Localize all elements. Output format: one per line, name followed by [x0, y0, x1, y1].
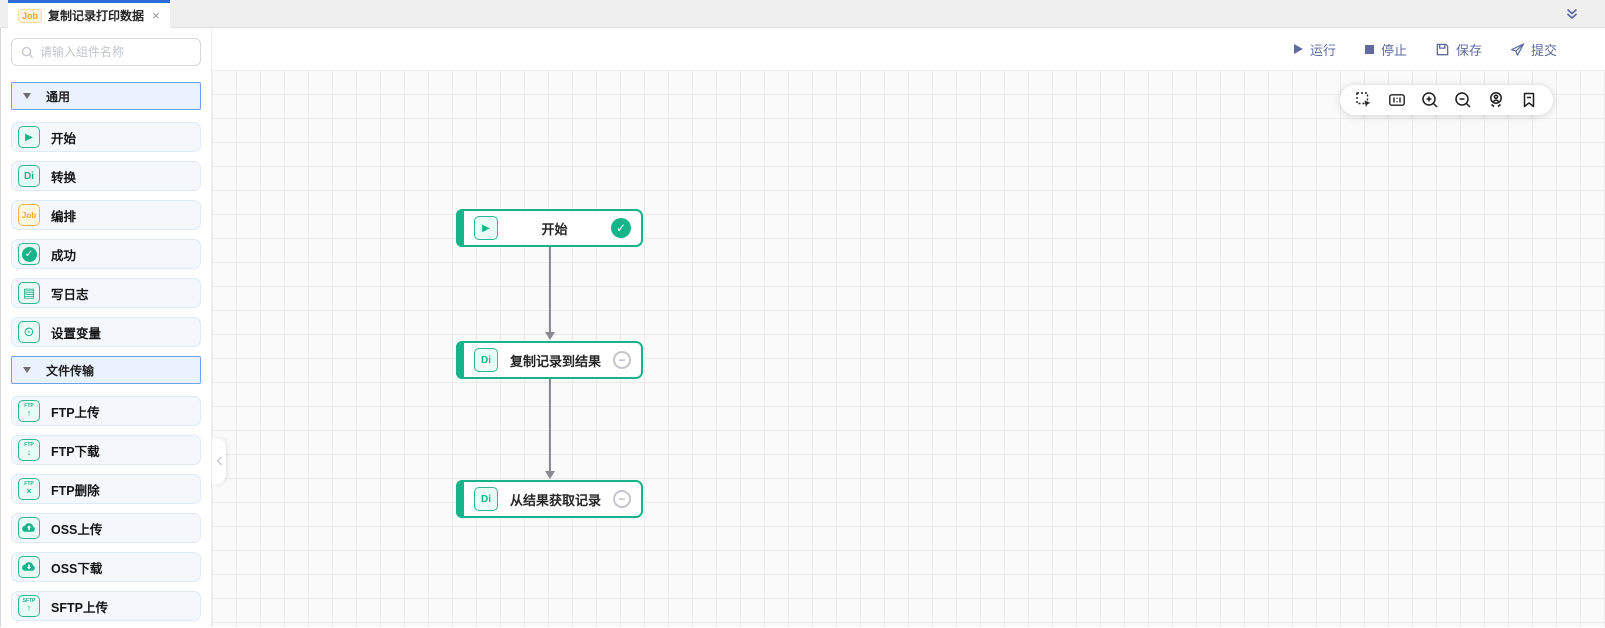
submit-label: 提交	[1530, 42, 1557, 58]
play-icon: ▶	[474, 216, 498, 240]
log-icon: ▤	[18, 282, 40, 304]
palette-item[interactable]: OSS下载	[11, 552, 201, 582]
di-icon: Di	[474, 487, 498, 511]
run-label: 运行	[1309, 42, 1336, 58]
status-success-icon: ✓	[611, 218, 631, 238]
palette-item[interactable]: ▤ 写日志	[11, 278, 201, 308]
main-area: 通用 ▶ 开始 Di 转换 Job 编排 ✓ 成功 ▤ 写日志 ⊙ 设置变量 文…	[0, 28, 1605, 627]
sftp-upload-icon: SFTP↑	[18, 595, 40, 617]
job-icon: Job	[18, 204, 40, 226]
palette-item-label: 开始	[51, 131, 77, 146]
stop-button[interactable]: 停止	[1364, 40, 1407, 59]
double-chevron-down-icon[interactable]	[1565, 7, 1579, 26]
zoom-in-icon[interactable]	[1421, 91, 1439, 109]
ftp-download-icon: FTP↓	[18, 439, 40, 461]
palette-item-label: 编排	[51, 209, 77, 224]
save-label: 保存	[1455, 42, 1482, 58]
sidebar-sections: 通用 ▶ 开始 Di 转换 Job 编排 ✓ 成功 ▤ 写日志 ⊙ 设置变量 文…	[11, 82, 201, 621]
flow-node-label: 复制记录到结果	[509, 353, 601, 369]
palette-item[interactable]: Di 转换	[11, 161, 201, 191]
play-icon	[1293, 44, 1303, 54]
palette-item-label: 设置变量	[51, 326, 102, 341]
ftp-upload-icon: FTP↑	[18, 400, 40, 422]
tab-close-icon[interactable]: ×	[152, 8, 160, 23]
bookmark-icon[interactable]	[1520, 91, 1538, 109]
stop-label: 停止	[1380, 42, 1407, 58]
minimap-icon[interactable]	[1388, 91, 1406, 109]
palette-item[interactable]: FTP↓ FTP下载	[11, 435, 201, 465]
variable-icon: ⊙	[18, 321, 40, 343]
status-disabled-icon: −	[613, 490, 631, 508]
flow-node[interactable]: Di 从结果获取记录 −	[456, 480, 643, 518]
sidebar-collapse-handle[interactable]	[212, 438, 226, 484]
oss-upload-icon	[18, 517, 40, 539]
job-actions-toolbar: 运行 停止 保存 提交	[212, 28, 1605, 70]
section-header[interactable]: 通用	[11, 82, 201, 110]
palette-item[interactable]: FTP↑ FTP上传	[11, 396, 201, 426]
zoom-out-icon[interactable]	[1454, 91, 1472, 109]
palette-item-label: 转换	[51, 170, 77, 185]
section-label: 文件传输	[46, 363, 95, 378]
palette-item-label: SFTP上传	[51, 600, 108, 615]
di-icon: Di	[18, 165, 40, 187]
flow-node-label: 开始	[541, 221, 568, 237]
palette-item-label: OSS下载	[51, 561, 103, 576]
tab-bar: Job 复制记录打印数据 ×	[0, 0, 1605, 28]
canvas-toolbar	[1340, 85, 1553, 115]
palette-item-label: FTP删除	[51, 483, 100, 498]
section-items: FTP↑ FTP上传 FTP↓ FTP下载 FTP× FTP删除 OSS上传 O…	[11, 396, 201, 621]
play-icon: ▶	[18, 126, 40, 148]
success-icon: ✓	[18, 243, 40, 265]
di-icon: Di	[474, 348, 498, 372]
section-header[interactable]: 文件传输	[11, 356, 201, 384]
palette-item-label: FTP下载	[51, 444, 100, 459]
search-input[interactable]	[40, 45, 191, 59]
save-button[interactable]: 保存	[1435, 40, 1482, 59]
tab-active[interactable]: Job 复制记录打印数据 ×	[8, 0, 170, 28]
palette-item[interactable]: ⊙ 设置变量	[11, 317, 201, 347]
palette-item-label: FTP上传	[51, 405, 100, 420]
flow-canvas[interactable]: ▶ 开始 ✓ Di 复制记录到结果 − Di 从结果获取记录 −	[212, 70, 1605, 627]
palette-item[interactable]: ✓ 成功	[11, 239, 201, 269]
marquee-select-icon[interactable]	[1355, 91, 1373, 109]
chevron-left-icon	[216, 456, 222, 466]
submit-button[interactable]: 提交	[1510, 40, 1557, 59]
stop-icon	[1364, 44, 1374, 54]
flow-node[interactable]: Di 复制记录到结果 −	[456, 341, 643, 379]
run-button[interactable]: 运行	[1292, 40, 1336, 59]
oss-download-icon	[18, 556, 40, 578]
content-area: 运行 停止 保存 提交	[212, 28, 1605, 627]
palette-item-label: OSS上传	[51, 522, 103, 537]
section-items: ▶ 开始 Di 转换 Job 编排 ✓ 成功 ▤ 写日志 ⊙ 设置变量	[11, 122, 201, 347]
caret-down-icon	[23, 367, 31, 373]
fit-view-icon[interactable]	[1487, 91, 1505, 109]
palette-item[interactable]: ▶ 开始	[11, 122, 201, 152]
search-icon	[21, 46, 34, 58]
ftp-delete-icon: FTP×	[18, 478, 40, 500]
component-palette: 通用 ▶ 开始 Di 转换 Job 编排 ✓ 成功 ▤ 写日志 ⊙ 设置变量 文…	[0, 28, 212, 627]
paper-plane-icon	[1511, 42, 1525, 56]
section-label: 通用	[46, 89, 71, 104]
palette-item[interactable]: SFTP↑ SFTP上传	[11, 591, 201, 621]
caret-down-icon	[23, 93, 31, 99]
palette-item-label: 成功	[51, 248, 77, 263]
flow-node[interactable]: ▶ 开始 ✓	[456, 209, 643, 247]
flow-node-label: 从结果获取记录	[509, 492, 601, 508]
component-search[interactable]	[11, 38, 201, 66]
flow-connector[interactable]	[544, 247, 555, 340]
palette-item[interactable]: FTP× FTP删除	[11, 474, 201, 504]
palette-item[interactable]: Job 编排	[11, 200, 201, 230]
palette-item[interactable]: OSS上传	[11, 513, 201, 543]
job-badge-icon: Job	[18, 8, 43, 23]
tab-title: 复制记录打印数据	[48, 9, 145, 23]
status-disabled-icon: −	[613, 351, 631, 369]
save-icon	[1436, 43, 1449, 55]
palette-item-label: 写日志	[51, 287, 89, 302]
flow-connector[interactable]	[544, 379, 555, 479]
